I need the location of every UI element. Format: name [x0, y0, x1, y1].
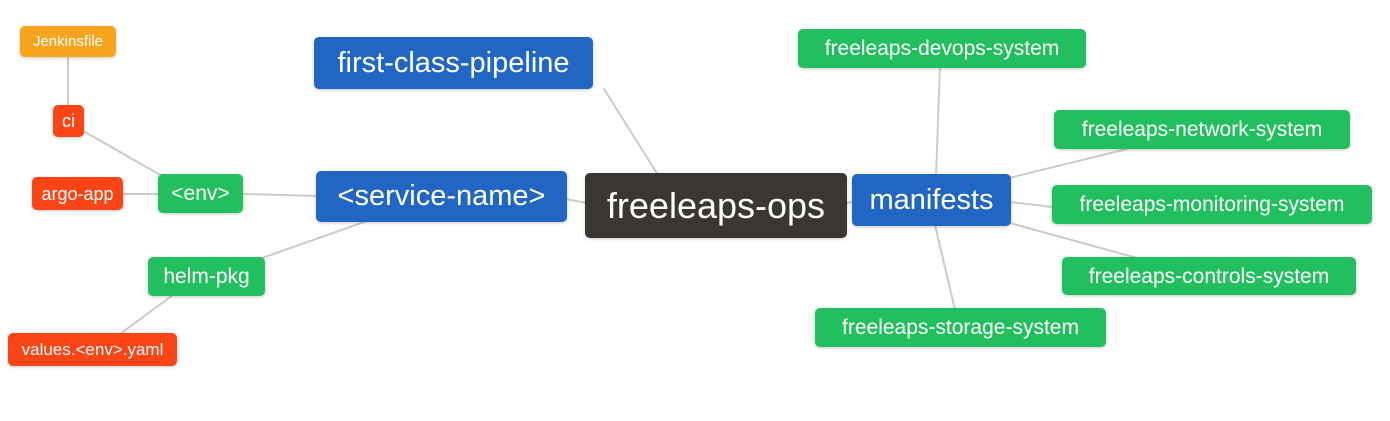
edge-pipeline-freeleaps-ops — [603, 88, 659, 176]
node-freeleaps-network-system[interactable]: freeleaps-network-system — [1054, 110, 1350, 149]
node-manifests[interactable]: manifests — [852, 174, 1011, 226]
node-freeleaps-monitoring-system[interactable]: freeleaps-monitoring-system — [1052, 185, 1372, 224]
node-first-class-pipeline[interactable]: first-class-pipeline — [314, 37, 593, 89]
node-freeleaps-ops-root[interactable]: freeleaps-ops — [585, 173, 847, 238]
edge-manifests-monitoring — [1008, 201, 1054, 208]
edge-manifests-devops — [935, 66, 941, 177]
edge-manifests-controls — [1009, 222, 1138, 259]
edge-manifests-network — [1008, 148, 1128, 179]
edge-helm-pkg-values — [119, 294, 174, 335]
node-env[interactable]: <env> — [158, 174, 243, 213]
node-ci[interactable]: ci — [53, 105, 84, 137]
node-service-name[interactable]: <service-name> — [316, 171, 567, 222]
node-freeleaps-devops-system[interactable]: freeleaps-devops-system — [798, 29, 1086, 68]
node-freeleaps-storage-system[interactable]: freeleaps-storage-system — [815, 308, 1106, 347]
edge-service-name-helm-pkg — [261, 220, 368, 259]
node-argo-app[interactable]: argo-app — [32, 177, 123, 210]
node-freeleaps-controls-system[interactable]: freeleaps-controls-system — [1062, 257, 1356, 295]
edge-manifests-storage — [934, 224, 956, 311]
node-jenkinsfile[interactable]: Jenkinsfile — [20, 26, 116, 57]
node-helm-pkg[interactable]: helm-pkg — [148, 257, 265, 296]
edge-env-service-name — [242, 193, 318, 197]
edge-service-name-ops — [564, 198, 588, 204]
edge-ci-env — [84, 131, 163, 177]
node-values-env-yaml[interactable]: values.<env>.yaml — [8, 333, 177, 366]
